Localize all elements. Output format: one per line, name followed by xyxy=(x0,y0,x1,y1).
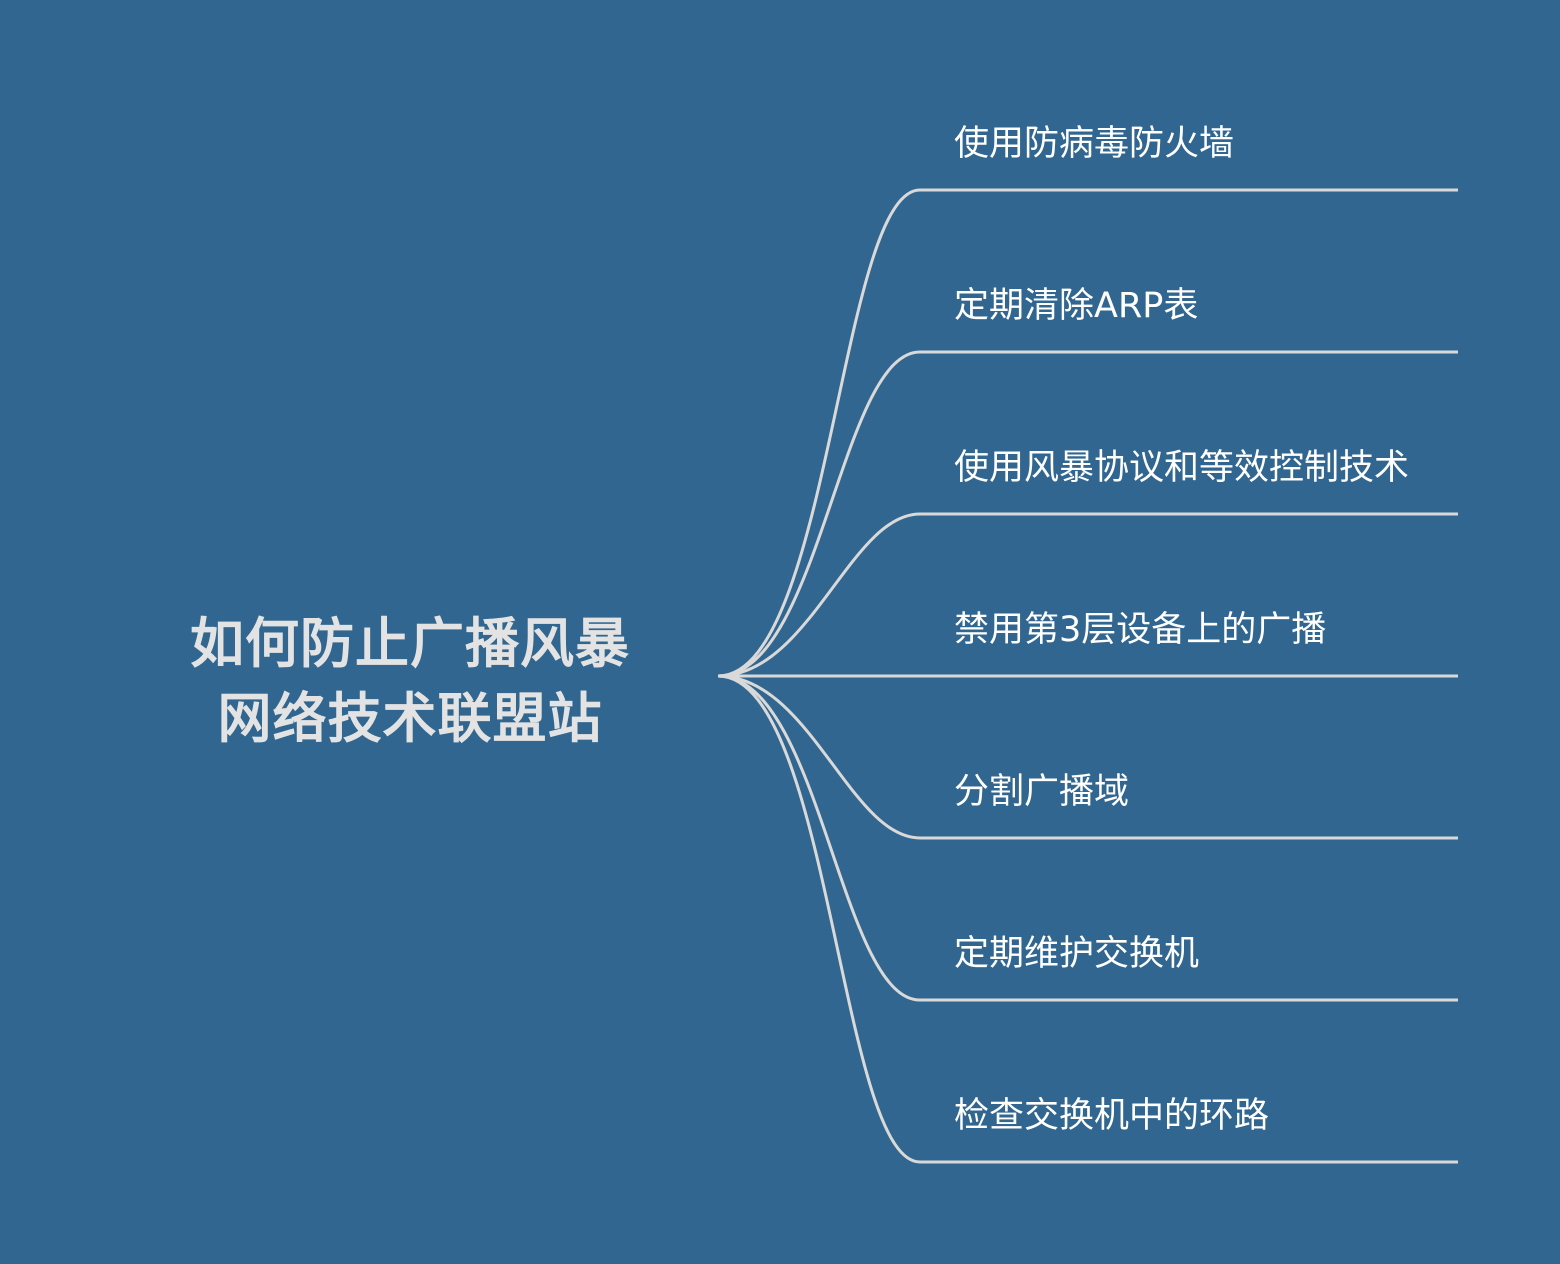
connector-branch-1 xyxy=(717,188,1458,678)
connector-branch-5 xyxy=(717,674,1458,840)
connector-branch-6 xyxy=(717,674,1458,1002)
central-topic-line-2: 网络技术联盟站 xyxy=(217,687,603,750)
branch-topic-disable-l3-broadcast[interactable]: 禁用第3层设备上的广播 xyxy=(954,610,1327,650)
branch-topic-storm-protocol[interactable]: 使用风暴协议和等效控制技术 xyxy=(954,448,1410,488)
branch-topic-antivirus-firewall[interactable]: 使用防病毒防火墙 xyxy=(954,124,1235,164)
branch-topic-maintain-switches[interactable]: 定期维护交换机 xyxy=(954,934,1200,974)
central-topic[interactable]: 如何防止广播风暴 网络技术联盟站 xyxy=(150,606,670,756)
branch-topic-split-broadcast-domain[interactable]: 分割广播域 xyxy=(954,772,1130,812)
connector-branch-2 xyxy=(717,350,1458,678)
connector-branch-3 xyxy=(717,512,1458,678)
branch-topic-clear-arp-table[interactable]: 定期清除ARP表 xyxy=(954,286,1199,326)
central-topic-line-1: 如何防止广播风暴 xyxy=(190,612,630,675)
connector-branch-7 xyxy=(717,674,1458,1164)
branch-topic-check-switch-loops[interactable]: 检查交换机中的环路 xyxy=(954,1096,1270,1136)
